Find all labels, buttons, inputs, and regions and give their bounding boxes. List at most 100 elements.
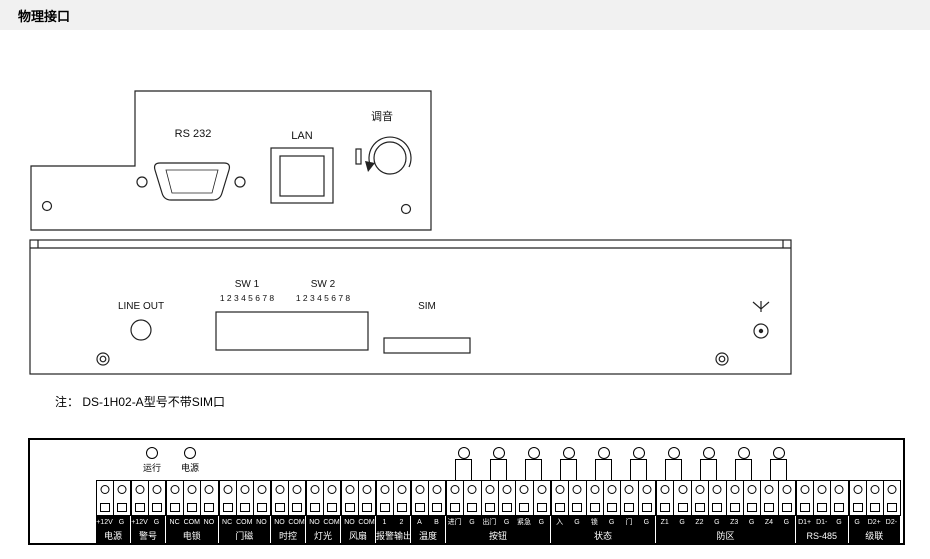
terminal-wire-slot	[117, 503, 127, 512]
terminal-wire-slot	[292, 503, 302, 512]
terminal-wire-slot	[187, 503, 198, 512]
terminal-screw-cell	[306, 480, 324, 516]
terminal-screw-cell	[673, 480, 692, 516]
terminal-screw-cell	[393, 480, 411, 516]
pin-label: COM	[358, 519, 375, 526]
pin-label: D2+	[867, 519, 881, 526]
terminal-wire-slot	[222, 503, 233, 512]
terminal-group-name: 温度	[411, 529, 445, 543]
terminal-screw-icon	[135, 485, 145, 494]
input-indicator-circle	[737, 447, 750, 459]
terminal-screw-cell	[376, 480, 394, 516]
terminal-wire-slot	[239, 503, 250, 512]
terminal-screw-icon	[800, 485, 810, 494]
terminal-screw-cell	[497, 480, 517, 516]
indicator-leg	[506, 459, 508, 480]
indicator-leg	[751, 459, 753, 480]
terminal-screw-cell	[200, 480, 219, 516]
pin-label: +12V	[96, 519, 113, 526]
terminal-wire-slot	[484, 503, 495, 512]
power-led-icon	[184, 447, 196, 459]
indicator-leg	[489, 459, 491, 480]
terminal-screw-icon	[345, 485, 355, 494]
line-out-jack-icon	[130, 319, 152, 341]
pin-label: NO	[344, 519, 355, 526]
run-led-icon	[146, 447, 158, 459]
terminal-wire-slot	[781, 503, 792, 512]
ground-screw-icon	[753, 323, 769, 339]
indicator-leg	[734, 459, 736, 480]
terminal-screw-cell	[760, 480, 779, 516]
terminal-wire-slot	[362, 503, 372, 512]
mount-washer-icon	[96, 352, 110, 366]
terminal-screw-icon	[450, 485, 460, 494]
pin-label: NO	[203, 519, 215, 526]
terminal-screw-icon	[223, 485, 233, 494]
terminal-screw-cell	[708, 480, 727, 516]
lan-port-icon	[270, 147, 334, 204]
input-indicator-circle	[527, 447, 540, 459]
mount-washer-inner	[99, 355, 107, 363]
terminal-screw-cell	[637, 480, 656, 516]
ground-screw-dot	[758, 328, 764, 334]
indicator-leg	[664, 459, 666, 480]
terminal-wire-slot	[817, 503, 828, 512]
terminal-wire-slot	[345, 503, 355, 512]
pin-label: 门	[625, 519, 633, 526]
terminal-screw-icon	[572, 485, 582, 494]
terminal-screw-cell	[131, 480, 149, 516]
pin-label: 紧急	[516, 519, 531, 526]
indicator-connector	[524, 459, 543, 460]
terminal-screw-cell	[480, 480, 499, 516]
mount-hole-icon	[41, 200, 53, 212]
terminal-screw-icon	[467, 485, 477, 494]
rs232-connector-icon	[153, 162, 231, 201]
indicator-leg	[786, 459, 788, 480]
pin-label: G	[679, 519, 685, 526]
terminal-screw-icon	[327, 485, 337, 494]
pin-label: G	[836, 519, 842, 526]
terminal-screw-icon	[695, 485, 705, 494]
input-indicator-circle	[702, 447, 715, 459]
terminal-wire-slot	[450, 503, 461, 512]
pin-label: Z3	[730, 519, 739, 526]
indicator-connector	[629, 459, 648, 460]
terminal-wire-slot	[764, 503, 775, 512]
terminal-wire-slot	[327, 503, 337, 512]
terminal-group-name: 状态	[551, 529, 655, 543]
indicator-connector	[559, 459, 578, 460]
pin-label: COM	[288, 519, 305, 526]
terminal-screw-icon	[415, 485, 425, 494]
terminal-wire-slot	[607, 503, 618, 512]
terminal-screw-icon	[678, 485, 688, 494]
pin-label: G	[854, 519, 860, 526]
terminal-screw-cell	[96, 480, 114, 516]
terminal-screw-cell	[882, 480, 902, 516]
pin-label: 出门	[482, 519, 497, 526]
pin-label-group: D1+D1-G	[796, 516, 848, 529]
rs232-label: RS 232	[175, 128, 212, 140]
pin-label: G	[783, 519, 790, 526]
terminal-screw-icon	[834, 485, 844, 494]
sw2-label: SW 2	[311, 279, 336, 290]
terminal-screw-cell	[725, 480, 744, 516]
terminal-wire-slot	[660, 503, 671, 512]
terminal-screw-icon	[853, 485, 863, 494]
input-indicator-circle	[772, 447, 785, 459]
terminal-screw-cell	[218, 480, 237, 516]
middle-panel-outline	[29, 239, 792, 375]
indicator-leg	[716, 459, 718, 480]
pin-label: G	[503, 519, 510, 526]
pin-label: G	[643, 519, 650, 526]
terminal-screw-cell	[341, 480, 359, 516]
terminal-wire-slot	[641, 503, 652, 512]
terminal-screw-cell	[532, 480, 551, 516]
terminal-screw-icon	[240, 485, 250, 494]
terminal-wire-slot	[886, 503, 897, 512]
input-indicator-circle	[632, 447, 645, 459]
